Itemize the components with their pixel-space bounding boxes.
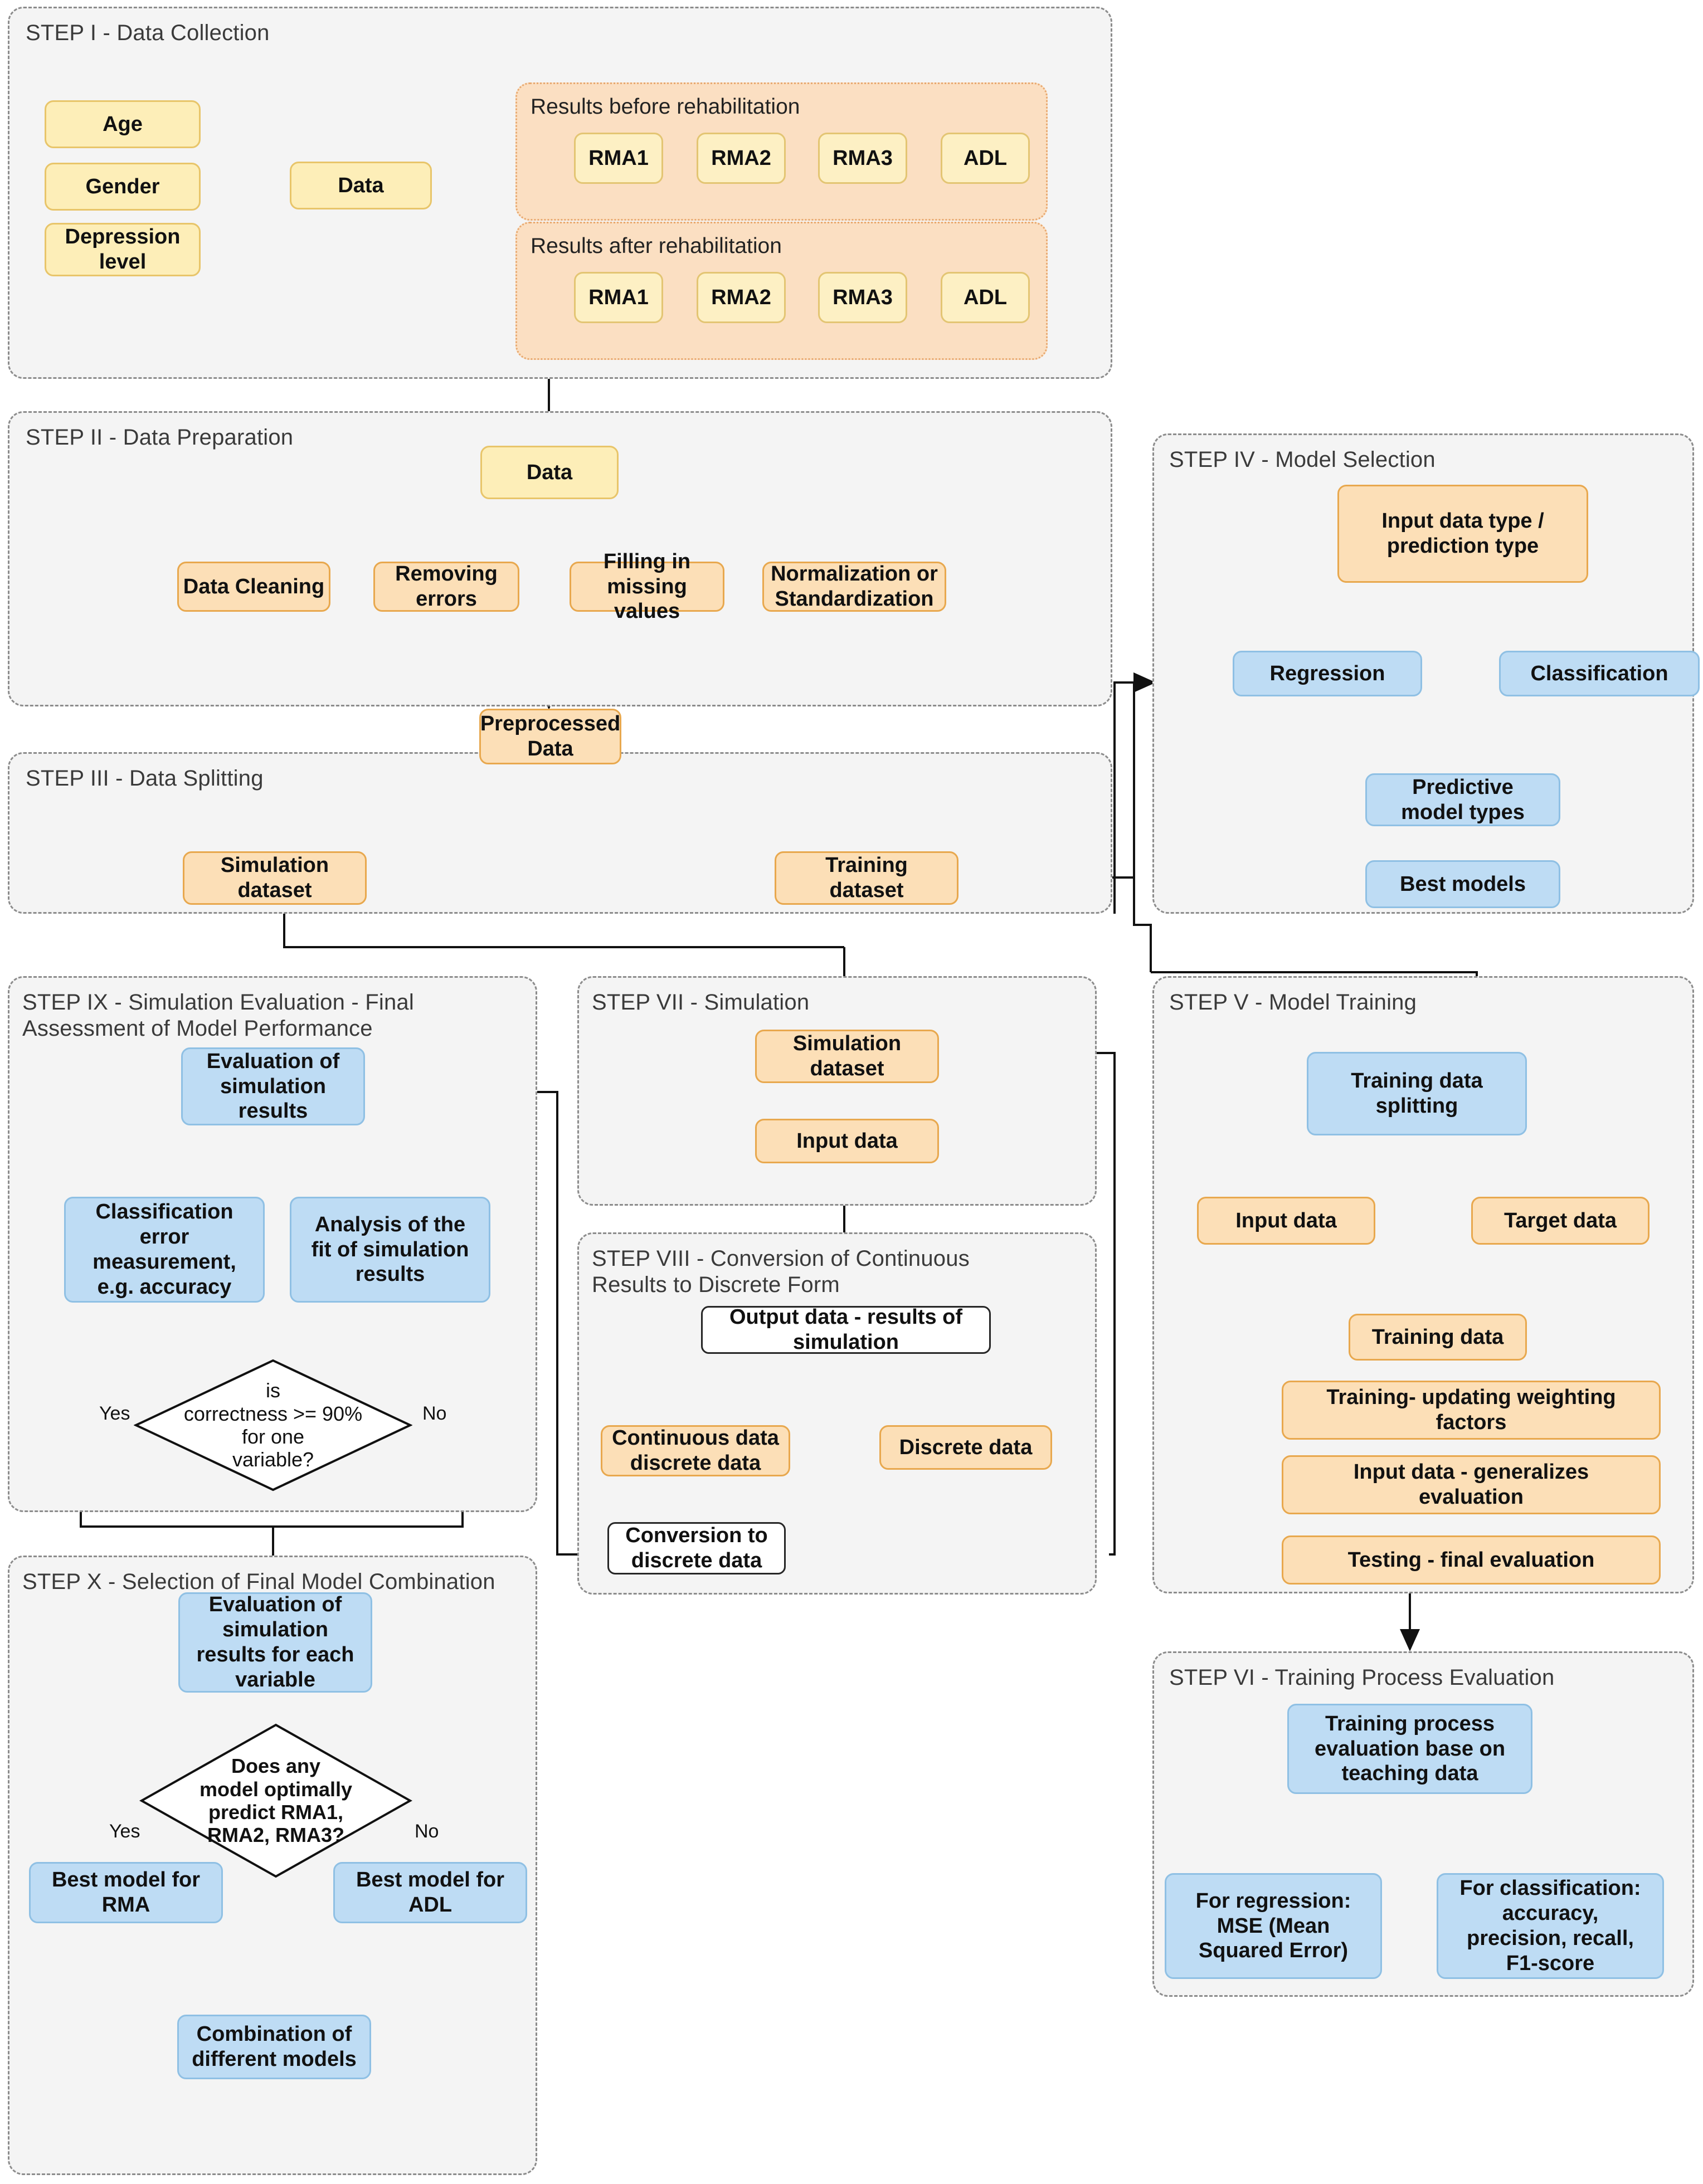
discrete-data[interactable]: Discrete data — [879, 1425, 1052, 1470]
analysis-of-fit-of-simulation-results[interactable]: Analysis of the fit of simulation result… — [290, 1197, 490, 1303]
step-5-title: STEP V - Model Training — [1169, 990, 1417, 1015]
decision-correctness-label: is correctness >= 90% for one variable? — [183, 1379, 363, 1471]
after-adl[interactable]: ADL — [941, 272, 1030, 323]
task-data-cleaning[interactable]: Data Cleaning — [177, 562, 330, 612]
output-data-results-of-simulation[interactable]: Output data - results of simulation — [701, 1305, 991, 1354]
best-models[interactable]: Best models — [1365, 860, 1560, 908]
step-4-title: STEP IV - Model Selection — [1169, 447, 1436, 472]
before-rma2[interactable]: RMA2 — [697, 133, 786, 184]
continuous-data-discrete-data[interactable]: Continuous data discrete data — [601, 1425, 790, 1476]
input-age[interactable]: Age — [45, 100, 201, 148]
step-3-title: STEP III - Data Splitting — [26, 766, 264, 791]
results-after-rehab-title: Results after rehabilitation — [531, 234, 782, 258]
step10-yes-label: Yes — [106, 1821, 144, 1842]
before-rma3[interactable]: RMA3 — [818, 133, 907, 184]
regression-metrics[interactable]: For regression: MSE (Mean Squared Error) — [1165, 1873, 1382, 1979]
task-removing-errors[interactable]: Removing errors — [373, 562, 519, 612]
step-8-title: STEP VIII - Conversion of Continuous Res… — [592, 1246, 970, 1298]
results-before-rehab-title: Results before rehabilitation — [531, 95, 800, 119]
task-normalization-standardization[interactable]: Normalization or Standardization — [762, 562, 946, 612]
classification-node[interactable]: Classification — [1499, 651, 1700, 696]
step9-yes-label: Yes — [96, 1403, 134, 1425]
step-10-title: STEP X - Selection of Final Model Combin… — [22, 1569, 495, 1594]
evaluation-of-simulation-results[interactable]: Evaluation of simulation results — [181, 1047, 365, 1125]
training-updating-weighting-factors[interactable]: Training- updating weighting factors — [1282, 1381, 1661, 1440]
training-dataset-split[interactable]: Training dataset — [775, 851, 958, 905]
step-7-title: STEP VII - Simulation — [592, 990, 810, 1015]
step-1-title: STEP I - Data Collection — [26, 21, 270, 45]
step10-no-label: No — [411, 1821, 442, 1842]
input-data-type-prediction-type[interactable]: Input data type / prediction type — [1337, 485, 1588, 583]
training-data-splitting[interactable]: Training data splitting — [1307, 1052, 1527, 1135]
preprocessed-data[interactable]: Preprocessed Data — [479, 709, 621, 764]
evaluation-simulation-results-each-variable[interactable]: Evaluation of simulation results for eac… — [178, 1592, 372, 1693]
training-process-evaluation-root[interactable]: Training process evaluation base on teac… — [1287, 1704, 1532, 1794]
before-rma1[interactable]: RMA1 — [574, 133, 663, 184]
after-rma2[interactable]: RMA2 — [697, 272, 786, 323]
step2-data-node[interactable]: Data — [480, 446, 619, 499]
testing-final-evaluation[interactable]: Testing - final evaluation — [1282, 1535, 1661, 1585]
before-adl[interactable]: ADL — [941, 133, 1030, 184]
decision-correctness-90[interactable]: is correctness >= 90% for one variable? — [134, 1358, 412, 1492]
training-target-data[interactable]: Target data — [1471, 1197, 1650, 1245]
combination-of-different-models[interactable]: Combination of different models — [177, 2015, 371, 2079]
after-rma1[interactable]: RMA1 — [574, 272, 663, 323]
decision-model-optimally-predict[interactable]: Does any model optimally predict RMA1, R… — [139, 1723, 412, 1879]
input-data-generalizes-evaluation[interactable]: Input data - generalizes evaluation — [1282, 1455, 1661, 1514]
classification-metrics[interactable]: For classification: accuracy, precision,… — [1437, 1873, 1664, 1979]
input-gender[interactable]: Gender — [45, 163, 201, 211]
input-depression-level[interactable]: Depression level — [45, 223, 201, 276]
step9-no-label: No — [419, 1403, 450, 1425]
task-filling-missing-values[interactable]: Filling in missing values — [570, 550, 724, 623]
simulation-dataset-split[interactable]: Simulation dataset — [183, 851, 367, 905]
step-2-title: STEP II - Data Preparation — [26, 425, 294, 450]
decision-model-label: Does any model optimally predict RMA1, R… — [199, 1754, 353, 1847]
simulation-input-data[interactable]: Input data — [755, 1119, 939, 1163]
after-rma3[interactable]: RMA3 — [818, 272, 907, 323]
best-model-for-adl[interactable]: Best model for ADL — [333, 1862, 527, 1923]
classification-error-measurement[interactable]: Classification error measurement, e.g. a… — [64, 1197, 265, 1303]
best-model-for-rma[interactable]: Best model for RMA — [29, 1862, 223, 1923]
predictive-model-types[interactable]: Predictive model types — [1365, 773, 1560, 826]
training-input-data[interactable]: Input data — [1197, 1197, 1375, 1245]
step-7-container — [577, 976, 1097, 1206]
step-6-title: STEP VI - Training Process Evaluation — [1169, 1665, 1555, 1690]
step-9-title: STEP IX - Simulation Evaluation - Final … — [22, 990, 414, 1041]
training-data-node[interactable]: Training data — [1349, 1314, 1527, 1361]
conversion-to-discrete-data[interactable]: Conversion to discrete data — [607, 1522, 786, 1574]
regression-node[interactable]: Regression — [1233, 651, 1422, 696]
simulation-dataset-sim[interactable]: Simulation dataset — [755, 1030, 939, 1083]
step1-data-node[interactable]: Data — [290, 162, 432, 209]
